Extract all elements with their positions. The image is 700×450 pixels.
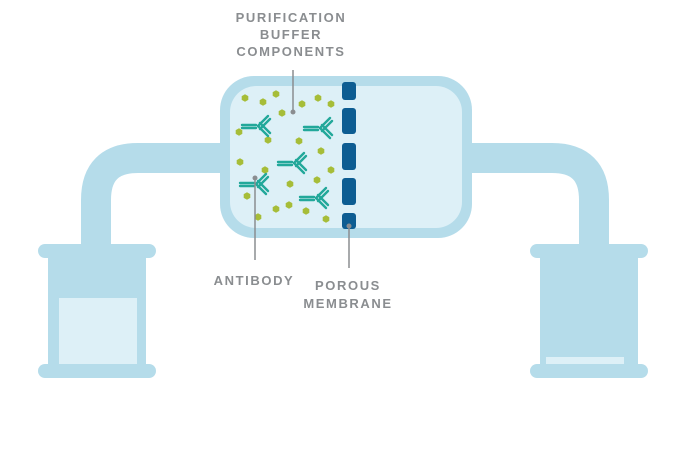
membrane-segment	[342, 213, 356, 229]
antibody-stroke	[320, 123, 334, 137]
buffer-component-dot	[243, 192, 251, 200]
antibody-stroke	[256, 124, 270, 138]
antibody-stroke	[314, 196, 328, 210]
antibody-stroke	[316, 189, 330, 203]
label-antibody: ANTIBODY	[214, 273, 295, 288]
label-buffer-line-3: COMPONENTS	[236, 44, 345, 59]
buffer-component-dot	[259, 98, 267, 106]
antibody-stroke	[258, 117, 272, 131]
buffer-component-dot	[327, 166, 335, 174]
buffer-component-dot	[314, 94, 322, 102]
antibody-pointer-tip	[252, 175, 258, 181]
antibody-stroke	[254, 182, 268, 196]
buffer-component-dot	[272, 90, 280, 98]
antibody-stroke	[316, 193, 330, 207]
buffer-component-dot	[278, 109, 286, 117]
porous-membrane	[342, 82, 356, 229]
buffer-component-dot	[295, 137, 303, 145]
antibody-stroke	[294, 154, 308, 168]
right-pipe	[468, 143, 609, 248]
label-buffer-line-2: BUFFER	[260, 27, 322, 42]
antibody-icon	[238, 172, 270, 196]
buffer-component-dot	[264, 136, 272, 144]
buffer-component-dot	[235, 128, 243, 136]
antibody-icon	[302, 116, 334, 140]
antibody-icon	[298, 186, 330, 210]
buffer-component-dot	[313, 176, 321, 184]
buffer-component-dot	[302, 207, 310, 215]
label-membrane-line-2: MEMBRANE	[303, 296, 392, 311]
left-reservoir-bottom-rim	[38, 364, 156, 378]
left-pipe	[81, 143, 232, 248]
buffer-pointer-tip	[290, 109, 296, 115]
buffer-component-dot	[322, 215, 330, 223]
antibody-stroke	[258, 121, 272, 135]
membrane-segment	[342, 108, 356, 134]
buffer-component-dot	[236, 158, 244, 166]
buffer-component-dot	[254, 213, 262, 221]
right-reservoir-bottom-rim	[530, 364, 648, 378]
buffer-component-dot	[317, 147, 325, 155]
right-reservoir-body	[540, 252, 638, 370]
buffer-component-dot	[272, 205, 280, 213]
label-membrane-line-1: POROUS	[315, 278, 381, 293]
antibody-stroke	[256, 179, 270, 193]
right-reservoir	[530, 244, 648, 378]
buffer-component-dot	[286, 180, 294, 188]
buffer-component-dot	[298, 100, 306, 108]
buffer-component-dot	[261, 166, 269, 174]
antibody-stroke	[318, 126, 332, 140]
buffer-component-dot	[285, 201, 293, 209]
antibody-stroke	[256, 175, 270, 189]
left-reservoir	[38, 244, 156, 378]
pointers	[252, 70, 352, 268]
left-reservoir-liquid	[59, 298, 137, 364]
antibodies	[238, 114, 334, 210]
membrane-pointer-tip	[346, 223, 352, 229]
antibody-stroke	[292, 161, 306, 175]
antibody-stroke	[320, 119, 334, 133]
membrane-segment	[342, 143, 356, 170]
left-reservoir-top-rim	[38, 244, 156, 258]
antibody-icon	[276, 151, 308, 175]
buffer-component-dot	[327, 100, 335, 108]
right-reservoir-top-rim	[530, 244, 648, 258]
buffer-component-dot	[241, 94, 249, 102]
right-reservoir-liquid	[546, 357, 624, 364]
membrane-segment	[342, 82, 356, 100]
membrane-segment	[342, 178, 356, 205]
label-buffer-line-1: PURIFICATION	[236, 10, 347, 25]
antibody-stroke	[294, 158, 308, 172]
buffer-components	[235, 90, 335, 223]
antibody-icon	[240, 114, 272, 138]
